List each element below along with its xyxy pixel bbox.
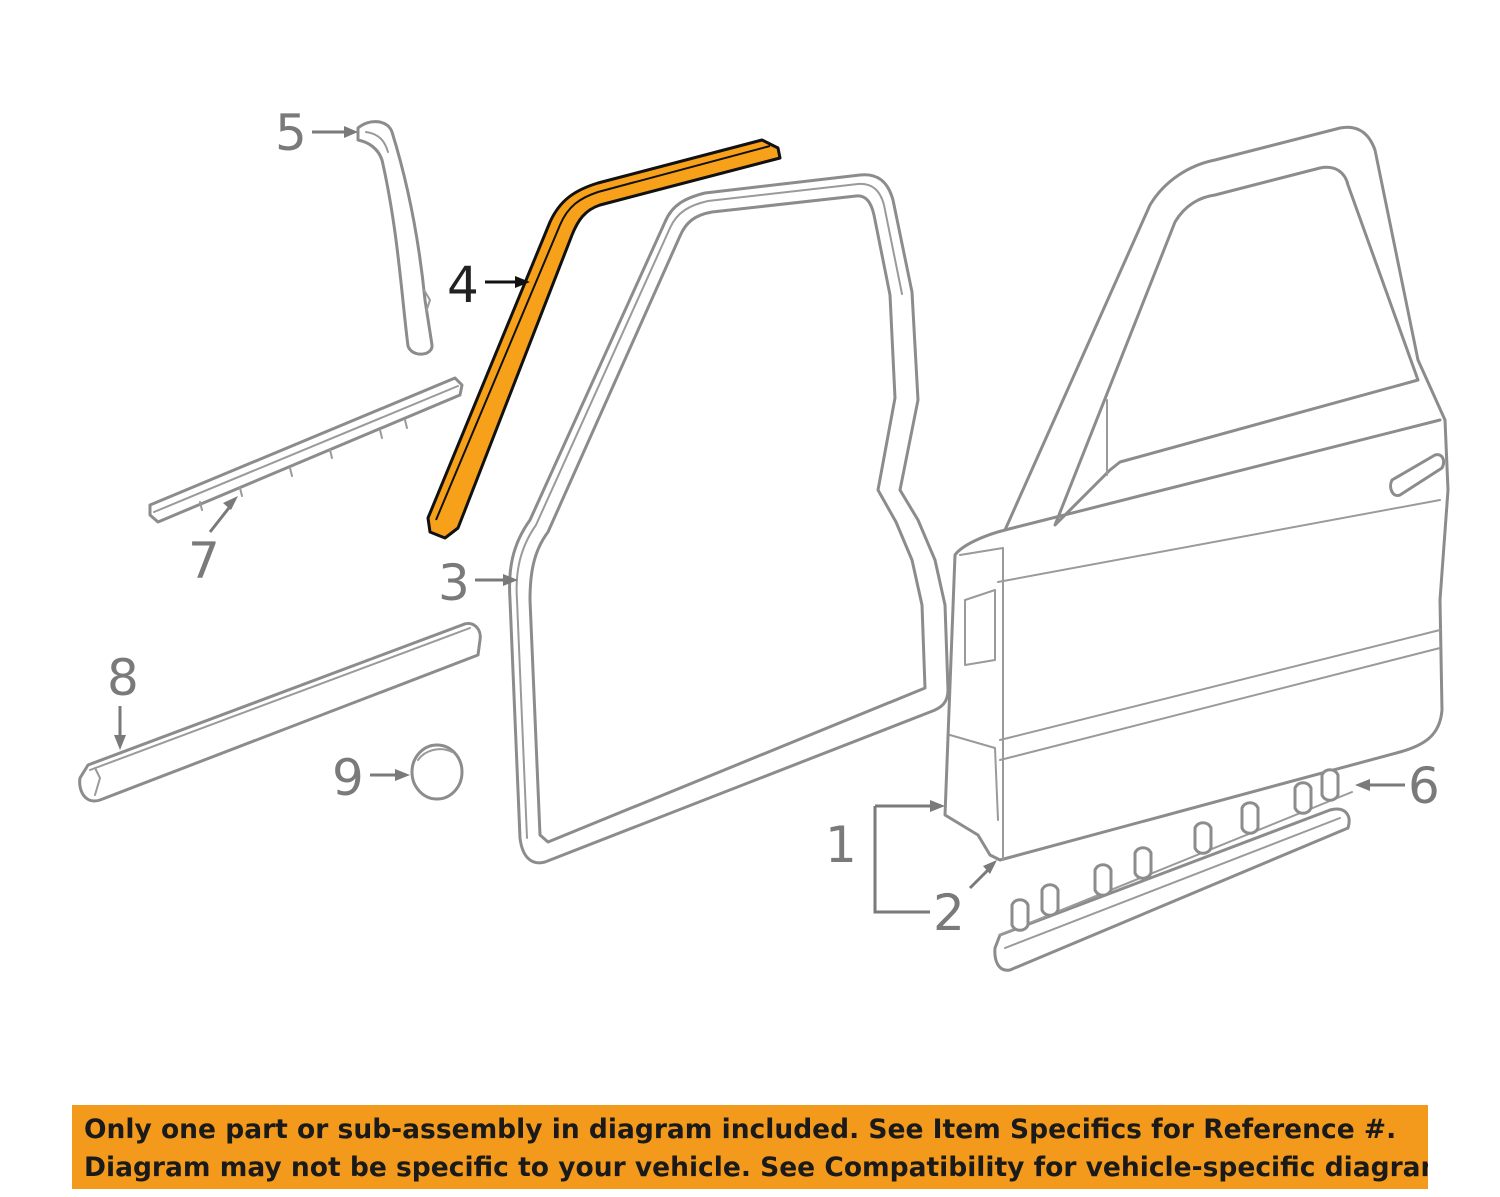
part-5-pillar-molding[interactable] — [356, 120, 434, 356]
disclaimer-line-1: Only one part or sub-assembly in diagram… — [84, 1114, 1397, 1145]
callout-6: 6 — [1408, 757, 1440, 815]
part-4-run-channel-highlighted[interactable] — [426, 138, 782, 540]
callout-9: 9 — [332, 749, 364, 807]
part-6-lower-molding[interactable] — [993, 768, 1353, 972]
part-8-side-molding[interactable] — [78, 622, 482, 803]
callout-3: 3 — [438, 554, 470, 612]
part-3-door-weatherstrip[interactable] — [508, 173, 950, 865]
leader-lines — [114, 126, 1405, 914]
disclaimer-line-2: Diagram may not be specific to your vehi… — [84, 1152, 1428, 1183]
callout-8: 8 — [107, 649, 139, 707]
callout-4: 4 — [447, 256, 479, 314]
callout-1: 1 — [825, 816, 857, 874]
part-7-channel-strip[interactable] — [148, 376, 464, 524]
callout-7: 7 — [188, 532, 220, 590]
part-9-plug[interactable] — [410, 743, 464, 801]
callout-5: 5 — [275, 104, 307, 162]
disclaimer-banner: Only one part or sub-assembly in diagram… — [72, 1105, 1428, 1189]
part-1-door-shell[interactable] — [943, 125, 1450, 862]
callout-2: 2 — [933, 884, 965, 942]
